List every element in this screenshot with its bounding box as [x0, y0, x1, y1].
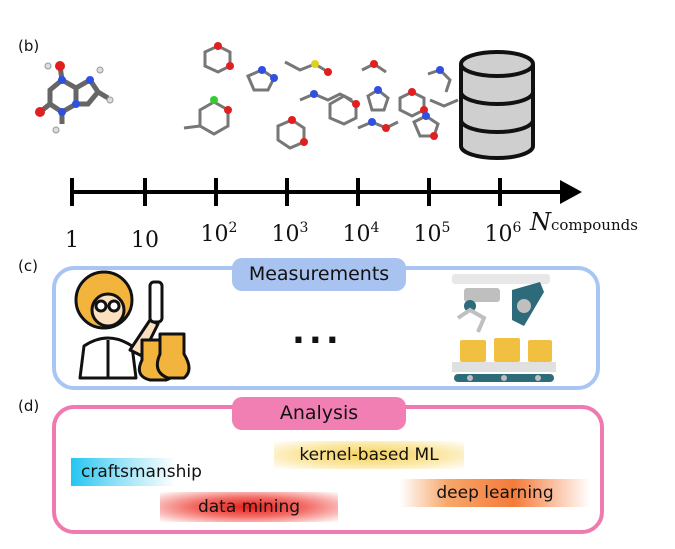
axis-label: Ncompounds	[530, 208, 638, 236]
panel-label-c: (c)	[18, 257, 38, 275]
ellipsis: ...	[292, 312, 343, 352]
method-data-mining: data mining	[160, 492, 338, 522]
tick-label: 106	[484, 220, 522, 247]
conveyor-belt-icon	[452, 338, 556, 382]
measurements-title: Measurements	[232, 258, 406, 291]
database-icon	[459, 50, 535, 160]
compounds-axis	[70, 178, 562, 206]
tick-label: 105	[413, 220, 451, 247]
panel-label-b: (b)	[18, 37, 40, 55]
molecule-cluster-atoms	[210, 42, 444, 146]
tick-label: 103	[271, 220, 309, 247]
analysis-title: Analysis	[232, 397, 406, 430]
scientist-icon	[74, 270, 191, 382]
tick-label: 10	[131, 228, 159, 253]
method-deep-learning: deep learning	[400, 479, 590, 507]
tick-label: 102	[200, 220, 238, 247]
method-kernel-based-ml: kernel-based ML	[274, 441, 464, 469]
molecule-atoms	[35, 61, 114, 134]
axis-arrowhead	[560, 180, 582, 204]
panel-label-d: (d)	[18, 397, 40, 415]
method-craftsmanship: craftsmanship	[71, 458, 221, 486]
robot-arm-icon	[452, 274, 550, 333]
tick-label: 1	[65, 228, 79, 253]
tick-label: 104	[342, 220, 380, 247]
